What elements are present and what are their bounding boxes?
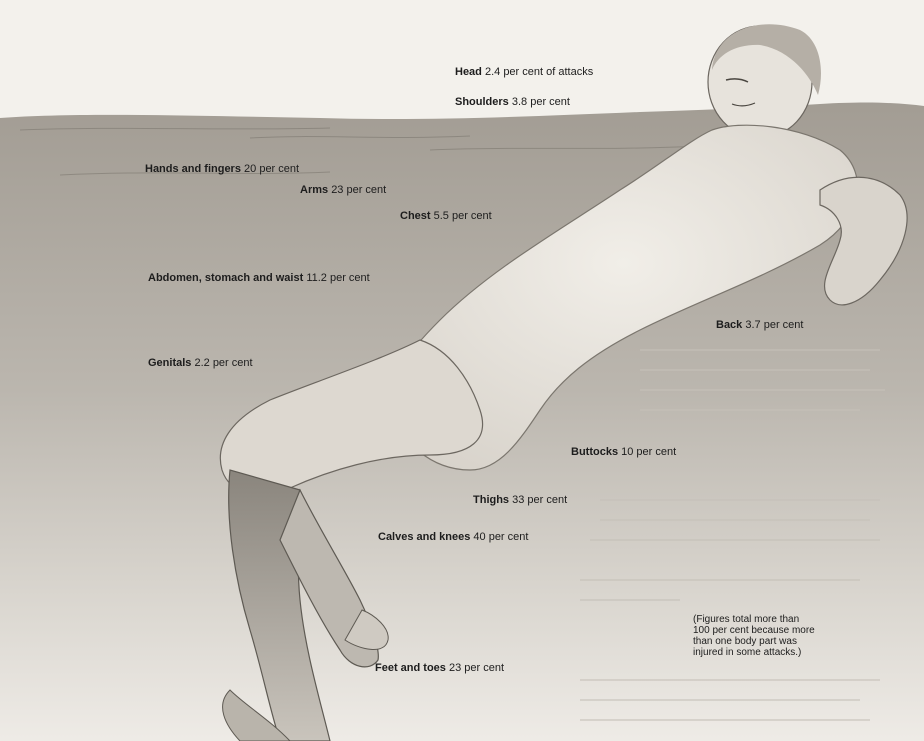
label-abdomen-name: Abdomen, stomach and waist bbox=[148, 272, 303, 284]
footnote: (Figures total more than 100 per cent be… bbox=[693, 614, 893, 658]
label-shoulders-value: 3.8 per cent bbox=[512, 96, 570, 108]
label-back: Back 3.7 per cent bbox=[716, 319, 803, 332]
label-thighs-name: Thighs bbox=[473, 494, 509, 506]
label-back-name: Back bbox=[716, 319, 742, 331]
label-hands: Hands and fingers 20 per cent bbox=[145, 163, 299, 176]
label-chest: Chest 5.5 per cent bbox=[400, 210, 492, 223]
label-genitals-name: Genitals bbox=[148, 357, 191, 369]
label-head-name: Head bbox=[455, 66, 482, 78]
label-feet-name: Feet and toes bbox=[375, 662, 446, 674]
label-buttocks-name: Buttocks bbox=[571, 446, 618, 458]
label-calves: Calves and knees 40 per cent bbox=[378, 531, 528, 544]
label-shoulders-name: Shoulders bbox=[455, 96, 509, 108]
label-head-value: 2.4 per cent of attacks bbox=[485, 66, 593, 78]
label-buttocks: Buttocks 10 per cent bbox=[571, 446, 676, 459]
label-abdomen-value: 11.2 per cent bbox=[306, 272, 369, 284]
label-back-value: 3.7 per cent bbox=[745, 319, 803, 331]
label-thighs: Thighs 33 per cent bbox=[473, 494, 567, 507]
label-arms: Arms 23 per cent bbox=[300, 184, 386, 197]
label-hands-value: 20 per cent bbox=[244, 163, 299, 175]
label-arms-name: Arms bbox=[300, 184, 328, 196]
label-genitals-value: 2.2 per cent bbox=[194, 357, 252, 369]
label-calves-name: Calves and knees bbox=[378, 531, 470, 543]
label-feet: Feet and toes 23 per cent bbox=[375, 662, 504, 675]
label-feet-value: 23 per cent bbox=[449, 662, 504, 674]
label-arms-value: 23 per cent bbox=[331, 184, 386, 196]
label-chest-value: 5.5 per cent bbox=[434, 210, 492, 222]
label-buttocks-value: 10 per cent bbox=[621, 446, 676, 458]
label-abdomen: Abdomen, stomach and waist 11.2 per cent bbox=[148, 272, 370, 285]
label-genitals: Genitals 2.2 per cent bbox=[148, 357, 253, 370]
label-chest-name: Chest bbox=[400, 210, 431, 222]
label-shoulders: Shoulders 3.8 per cent bbox=[455, 96, 570, 109]
label-hands-name: Hands and fingers bbox=[145, 163, 241, 175]
label-head: Head 2.4 per cent of attacks bbox=[455, 66, 593, 79]
label-thighs-value: 33 per cent bbox=[512, 494, 567, 506]
label-calves-value: 40 per cent bbox=[473, 531, 528, 543]
